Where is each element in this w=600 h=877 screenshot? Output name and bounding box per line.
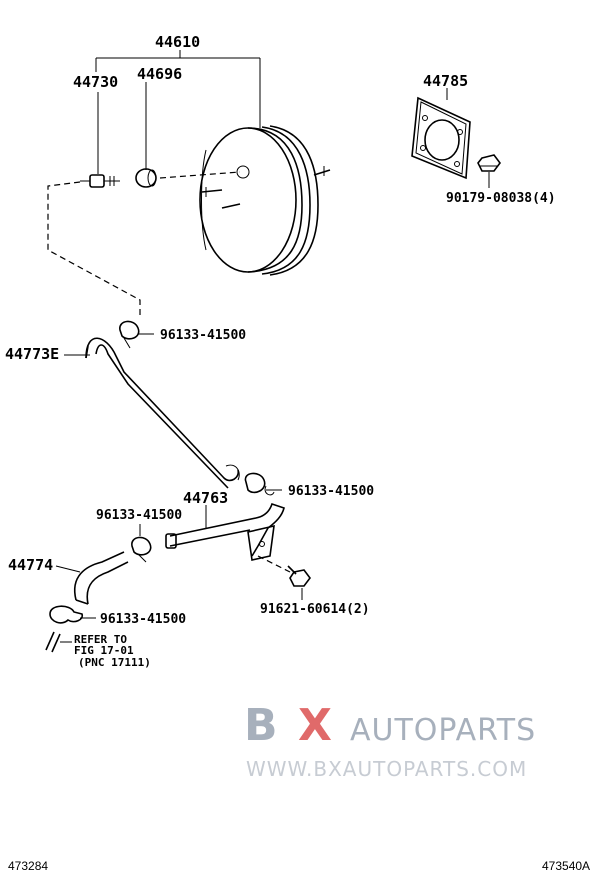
gasket bbox=[411, 88, 471, 180]
refer-hose-stub bbox=[45, 631, 72, 653]
clip-3-label: 96133-41500 bbox=[96, 508, 182, 523]
check-valve-label: 44730 bbox=[73, 73, 118, 91]
booster-label: 44610 bbox=[155, 33, 200, 51]
brake-booster bbox=[199, 125, 331, 276]
footer-right-code: 473540A bbox=[542, 859, 590, 873]
hose-upper-label: 44773E bbox=[5, 345, 59, 363]
watermark-url: WWW.BXAUTOPARTS.COM bbox=[246, 757, 527, 781]
watermark-brand: AUTOPARTS bbox=[350, 713, 536, 748]
flange-nut bbox=[477, 154, 501, 188]
bolt-label: 91621-60614(2) bbox=[260, 602, 370, 617]
watermark-b: B bbox=[244, 700, 278, 751]
hose-clip-3 bbox=[131, 524, 152, 563]
hose-clip-2 bbox=[244, 472, 282, 496]
gasket-label: 44785 bbox=[423, 72, 468, 90]
grommet bbox=[135, 82, 241, 188]
clip-1-label: 96133-41500 bbox=[160, 328, 246, 343]
hose-lower-label: 44774 bbox=[8, 556, 53, 574]
bolt bbox=[257, 555, 311, 600]
booster-leader bbox=[95, 50, 261, 128]
watermark-x: X bbox=[298, 700, 332, 751]
check-valve bbox=[80, 92, 120, 188]
pipe-label: 44763 bbox=[183, 489, 228, 507]
refer-line-2: FIG 17-01 bbox=[74, 644, 134, 657]
hose-clip-4 bbox=[49, 605, 96, 624]
vacuum-hose-upper bbox=[85, 337, 240, 489]
clip-2-label: 96133-41500 bbox=[288, 484, 374, 499]
nut-label: 90179-08038(4) bbox=[446, 191, 556, 206]
hose-routing-dashed-line bbox=[47, 181, 141, 318]
vacuum-pipe bbox=[165, 502, 285, 561]
refer-line-1: REFER TO bbox=[74, 633, 127, 646]
footer-left-code: 473284 bbox=[8, 859, 48, 873]
clip-4-label: 96133-41500 bbox=[100, 612, 186, 627]
grommet-label: 44696 bbox=[137, 65, 182, 83]
watermark: B X AUTOPARTS WWW.BXAUTOPARTS.COM bbox=[244, 700, 536, 781]
refer-line-3: (PNC 17111) bbox=[78, 656, 151, 669]
hose-clip-1 bbox=[119, 320, 154, 349]
vacuum-hose-lower bbox=[73, 551, 129, 605]
